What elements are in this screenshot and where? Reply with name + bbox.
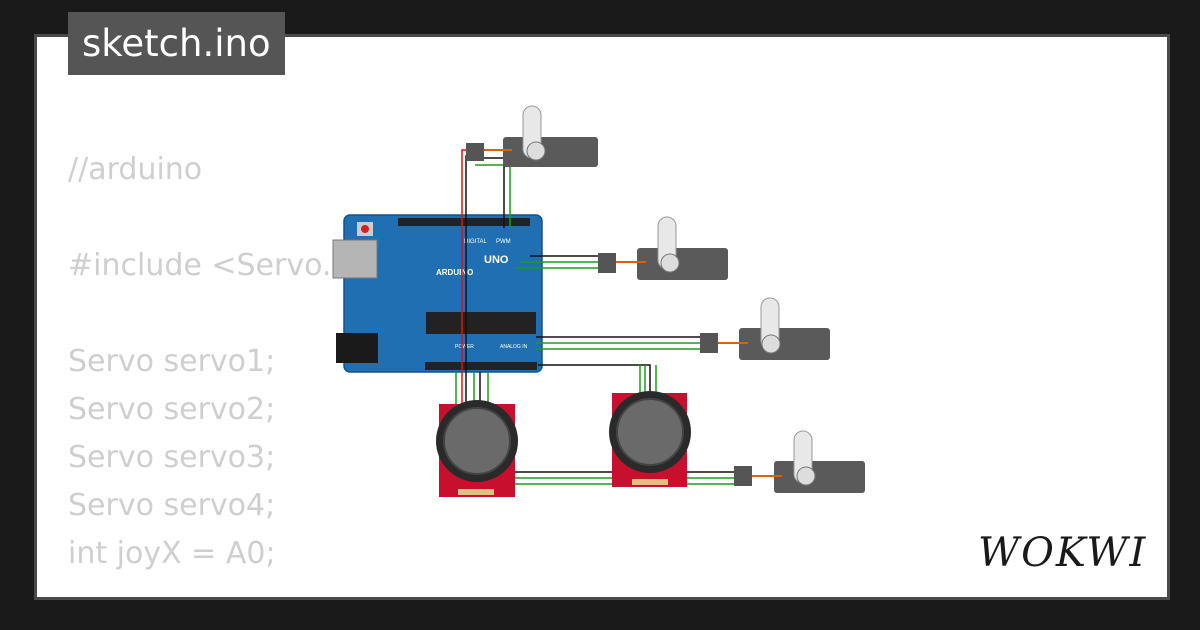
servo-3[interactable] xyxy=(700,297,830,360)
power-jack xyxy=(336,333,378,363)
preview-card xyxy=(34,34,1170,600)
arduino-uno-board[interactable]: ARDUINO UNO DIGITAL PWM POWER ANALOG IN xyxy=(332,214,543,373)
code-line: //arduino xyxy=(68,152,203,187)
reset-button xyxy=(361,225,369,233)
analog-label: ANALOG IN xyxy=(500,344,528,350)
wokwi-logo: WOKWI xyxy=(978,530,1147,576)
code-line: Servo servo2; xyxy=(68,392,276,427)
code-line: Servo servo1; xyxy=(68,344,276,379)
servo-2[interactable] xyxy=(598,216,728,280)
wokwi-logo-text: WOKWI xyxy=(978,530,1147,576)
usb-port xyxy=(332,239,378,279)
servo-4[interactable] xyxy=(734,430,865,493)
file-name-tab[interactable]: sketch.ino xyxy=(68,12,285,75)
code-line: int joyX = A0; xyxy=(68,536,276,571)
joystick-2[interactable] xyxy=(609,391,691,487)
board-model: UNO xyxy=(484,254,509,266)
joystick-1[interactable] xyxy=(436,400,518,497)
power-label: POWER xyxy=(455,344,474,350)
code-line: Servo servo4; xyxy=(68,488,276,523)
pwm-label: PWM xyxy=(496,239,511,245)
code-line: Servo servo3; xyxy=(68,440,276,475)
servo-1[interactable] xyxy=(466,105,598,167)
atmega-chip xyxy=(426,312,536,334)
board-brand: ARDUINO xyxy=(436,268,473,277)
digital-label: DIGITAL xyxy=(464,239,488,245)
